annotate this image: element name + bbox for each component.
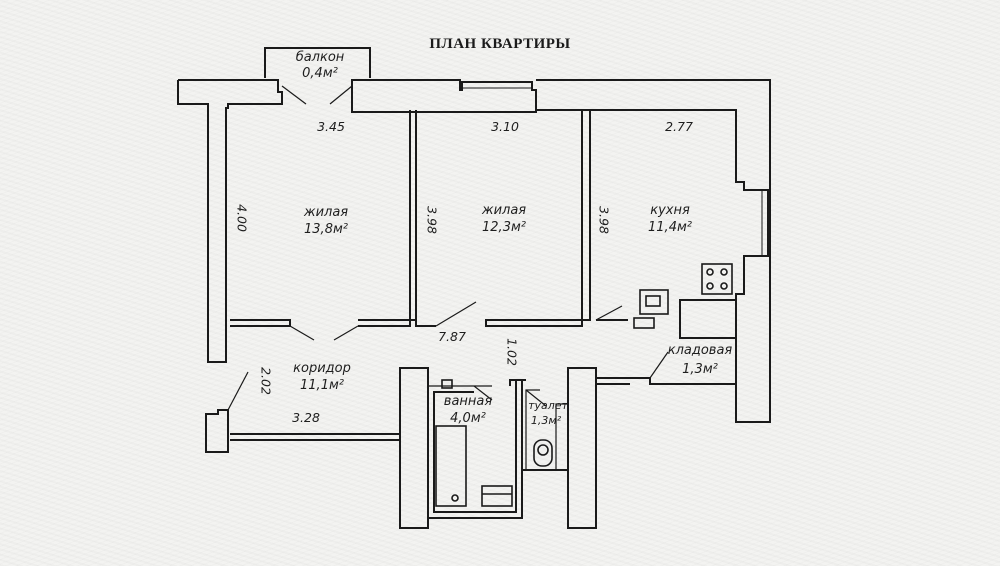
partition-2 (581, 110, 591, 321)
balcony-name: балкон (295, 50, 345, 65)
balcony-outline (264, 47, 371, 78)
toilet-wall-right (567, 367, 597, 529)
dim-400: 4.00 (234, 204, 250, 232)
plan-title: ПЛАН КВАРТИРЫ (429, 36, 571, 52)
dim-787: 7.87 (438, 329, 466, 344)
living1-name: жилая (303, 205, 349, 220)
dim-328: 3.28 (292, 410, 320, 425)
living2-name: жилая (481, 203, 527, 218)
living2-area: 12,3м² (482, 220, 526, 235)
top-wall-left (178, 79, 283, 110)
stove (701, 263, 733, 295)
storage-area: 1,3м² (682, 362, 718, 377)
bathtub (435, 425, 467, 507)
dim-102: 1.02 (504, 338, 520, 366)
dim-202: 2.02 (258, 367, 274, 395)
washbasin (481, 485, 513, 507)
top-wall-middle (351, 79, 537, 113)
kitchen-name: кухня (650, 203, 690, 218)
kitchen-sink (639, 289, 669, 315)
entrance-wall (205, 409, 229, 453)
dim-345: 3.45 (317, 119, 345, 134)
balcony-area: 0,4м² (302, 66, 338, 81)
corridor-area: 11,1м² (300, 378, 344, 393)
bathroom-area: 4,0м² (450, 411, 486, 426)
partition-1 (409, 110, 417, 321)
corridor-name: коридор (293, 361, 351, 376)
dim-310: 3.10 (491, 119, 519, 134)
dim-398b: 3.98 (596, 206, 612, 234)
toilet-fixture (533, 439, 553, 467)
toilet-area: 1,3м² (530, 414, 562, 427)
dim-277: 2.77 (665, 119, 693, 134)
storage-name: кладовая (667, 343, 733, 358)
kitchen-area: 11,4м² (648, 220, 692, 235)
top-wall-right (536, 79, 771, 423)
left-outer-wall (177, 80, 227, 363)
bathroom-wall-left (399, 367, 429, 529)
bathroom-name: ванная (443, 394, 493, 409)
living1-area: 13,8м² (304, 222, 348, 237)
toilet-name: туалет (528, 399, 568, 412)
dim-398a: 3.98 (424, 206, 440, 234)
